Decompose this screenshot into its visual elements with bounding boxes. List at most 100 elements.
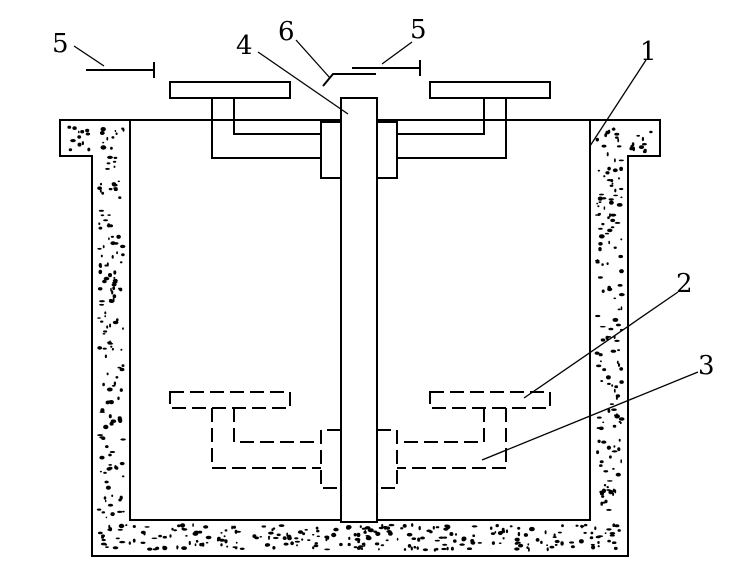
insulation-speck (570, 545, 575, 549)
insulation-speck (181, 528, 188, 531)
insulation-speck (197, 530, 203, 534)
insulation-speck (110, 235, 114, 238)
label-2: 2 (676, 269, 693, 299)
label-5-right: 5 (410, 15, 427, 45)
insulation-speck (619, 380, 624, 384)
insulation-speck (304, 528, 308, 531)
insulation-speck (72, 126, 77, 130)
insulation-speck (553, 533, 556, 537)
insulation-speck (642, 150, 647, 154)
insulation-speck (614, 385, 619, 389)
insulation-speck (356, 546, 361, 550)
insulation-speck (272, 546, 276, 550)
insulation-speck (526, 546, 529, 549)
insulation-speck (603, 206, 606, 210)
insulation-speck (611, 541, 617, 544)
insulation-speck (472, 534, 476, 537)
insulation-speck (101, 511, 106, 514)
insulation-speck (605, 171, 610, 175)
insulation-speck (386, 530, 392, 533)
insulation-speck (459, 543, 465, 546)
insulation-speck (98, 222, 101, 225)
insulation-speck (121, 253, 125, 257)
insulation-speck (442, 543, 448, 546)
insulation-speck (316, 535, 320, 538)
insulation-speck (102, 141, 105, 144)
insulation-speck (595, 260, 600, 264)
insulation-speck (614, 221, 621, 224)
insulation-speck (111, 494, 114, 498)
insulation-speck (316, 529, 320, 533)
insulation-speck (614, 158, 616, 163)
insulation-speck (636, 134, 641, 137)
insulation-speck (618, 293, 625, 297)
insulation-speck (105, 400, 110, 405)
insulation-speck (132, 538, 136, 543)
insulation-speck (155, 546, 160, 550)
insulation-speck (620, 306, 623, 311)
insulation-speck (98, 209, 104, 212)
insulation-speck (144, 526, 150, 528)
insulation-speck (302, 532, 306, 536)
label-3: 3 (698, 351, 715, 381)
label-5-left: 5 (52, 29, 69, 59)
insulation-speck (406, 532, 413, 537)
insulation-speck (546, 544, 549, 546)
insulation-speck (106, 224, 110, 227)
insulation-speck (616, 145, 622, 148)
insulation-speck (120, 244, 126, 249)
upper-right-arm (397, 98, 507, 159)
insulation-speck (113, 187, 118, 190)
insulation-speck (119, 540, 126, 544)
insulation-speck (497, 531, 503, 536)
insulation-speck (416, 546, 419, 550)
insulation-speck (162, 545, 166, 550)
insulation-speck (109, 340, 111, 345)
insulation-speck (99, 303, 105, 306)
insulation-speck (601, 222, 605, 226)
insulation-speck (193, 530, 200, 534)
insulation-speck (117, 396, 120, 401)
section-marker-right (352, 60, 421, 76)
insulation-speck (363, 530, 367, 534)
insulation-speck (498, 542, 502, 544)
insulation-speck (199, 542, 204, 547)
insulation-speck (104, 543, 108, 546)
insulation-speck (283, 542, 289, 546)
insulation-speck (600, 380, 604, 382)
insulation-speck (607, 228, 613, 233)
insulation-speck (535, 538, 540, 542)
insulation-speck (607, 382, 611, 385)
insulation-speck (188, 540, 191, 546)
tank-outer-wall (59, 119, 661, 557)
insulation-speck (418, 526, 421, 531)
insulation-speck (103, 219, 108, 222)
insulation-speck (268, 535, 270, 541)
insulation-speck (613, 388, 616, 393)
insulation-speck (282, 536, 287, 540)
insulation-speck (613, 445, 616, 448)
insulation-speck (617, 349, 620, 352)
insulation-speck (100, 145, 107, 150)
insulation-speck (313, 544, 319, 548)
insulation-speck (609, 200, 614, 205)
insulation-speck (203, 525, 209, 529)
insulation-speck (494, 531, 497, 534)
insulation-speck (617, 529, 621, 532)
insulation-speck (552, 536, 557, 538)
insulation-speck (331, 532, 337, 538)
insulation-speck (116, 318, 119, 322)
insulation-speck (106, 467, 112, 471)
insulation-speck (612, 424, 617, 428)
insulation-speck (599, 460, 604, 464)
insulation-speck (413, 545, 417, 549)
insulation-speck (239, 547, 245, 550)
insulation-speck (360, 547, 364, 551)
insulation-speck (466, 547, 473, 550)
insulation-speck (632, 146, 635, 152)
insulation-speck (613, 546, 618, 551)
insulation-speck (117, 180, 121, 183)
insulation-speck (110, 287, 112, 292)
insulation-speck (105, 167, 110, 170)
insulation-speck (614, 188, 617, 193)
